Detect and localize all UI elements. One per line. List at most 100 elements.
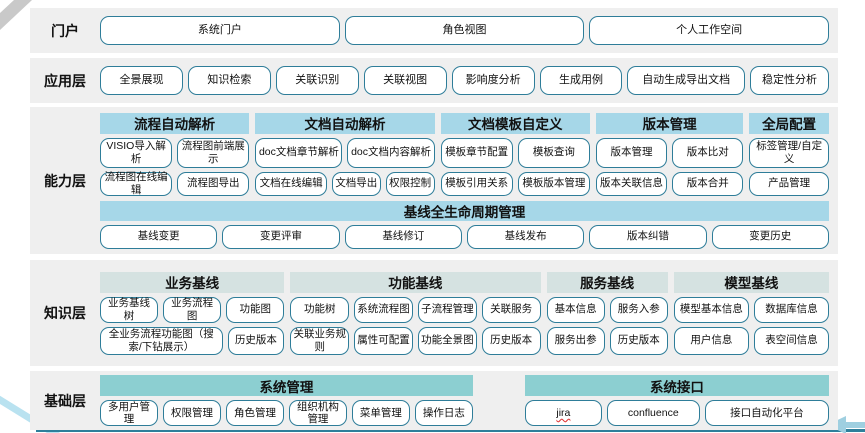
node-box: 稳定性分析 bbox=[749, 66, 830, 95]
node-box: 功能图 bbox=[226, 296, 285, 323]
group-row: 流程图在线编辑流程图导出 bbox=[100, 171, 250, 196]
node-box: 版本关联信息 bbox=[595, 171, 668, 196]
node-box: 服务出参 bbox=[546, 326, 605, 355]
node-box: 变更评审 bbox=[222, 224, 340, 249]
node-box: 属性可配置 bbox=[354, 326, 413, 355]
node-box: 流程图导出 bbox=[177, 171, 250, 196]
group-row: 模型基本信息数据库信息 bbox=[673, 296, 830, 323]
node-box: 接口自动化平台 bbox=[704, 400, 829, 426]
node-box: 关联识别 bbox=[275, 66, 359, 95]
node-box: 功能树 bbox=[290, 296, 350, 323]
node-group: 功能基线功能树系统流程图子流程管理关联服务关联业务规则属性可配置功能全景图历史版… bbox=[290, 271, 541, 355]
node-box: 基本信息 bbox=[546, 296, 605, 323]
node-box: 知识检索 bbox=[187, 66, 271, 95]
node-box: 关联服务 bbox=[481, 296, 541, 323]
node-box: doc文档内容解析 bbox=[347, 137, 435, 168]
group-row: 用户信息表空间信息 bbox=[673, 326, 830, 355]
group-header: 模型基线 bbox=[673, 271, 829, 293]
group-header: 全局配置 bbox=[749, 112, 829, 134]
node-box: 历史版本 bbox=[481, 326, 541, 355]
node-box: 版本管理 bbox=[595, 137, 668, 168]
group-row: VISIO导入解析流程图前端展示 bbox=[100, 137, 250, 168]
node-box: 多用户管理 bbox=[100, 400, 158, 426]
layer-band-knw: 知识层业务基线业务基线树业务流程图功能图全业务流程功能图（搜索/下钻展示）历史版… bbox=[30, 260, 838, 366]
node-group: 版本管理版本管理版本比对版本关联信息版本合并 bbox=[595, 112, 744, 196]
rowset: 全景展现知识检索关联识别关联视图影响度分析生成用例自动生成导出文档稳定性分析 bbox=[100, 66, 830, 95]
group-row: 全业务流程功能图（搜索/下钻展示）历史版本 bbox=[100, 326, 285, 355]
node-box: 功能全景图 bbox=[417, 326, 477, 355]
group-row: 标签管理/自定义 bbox=[749, 137, 829, 168]
rowset: 系统门户角色视图个人工作空间 bbox=[100, 16, 830, 45]
node-box: 角色视图 bbox=[344, 16, 585, 45]
node-group: 系统门户角色视图个人工作空间 bbox=[100, 16, 830, 45]
group-row: 全景展现知识检索关联识别关联视图影响度分析生成用例自动生成导出文档稳定性分析 bbox=[100, 66, 830, 95]
group-row: 系统门户角色视图个人工作空间 bbox=[100, 16, 830, 45]
layer-label: 门户 bbox=[51, 22, 79, 39]
group-header: 功能基线 bbox=[290, 271, 541, 293]
node-group: 模型基线模型基本信息数据库信息用户信息表空间信息 bbox=[673, 271, 830, 355]
group-row: 功能树系统流程图子流程管理关联服务 bbox=[290, 296, 541, 323]
layer-label: 基础层 bbox=[44, 392, 86, 409]
node-box: 角色管理 bbox=[225, 400, 284, 426]
node-box: 系统流程图 bbox=[354, 296, 413, 323]
group-row: 版本关联信息版本合并 bbox=[595, 171, 744, 196]
layer-band-fnd: 基础层系统管理多用户管理权限管理角色管理组织机构管理菜单管理操作日志 系统接口 ji… bbox=[30, 371, 838, 430]
node-box: 基线修订 bbox=[344, 224, 462, 249]
node-box: 版本合并 bbox=[672, 171, 744, 196]
group-row: 模板引用关系模板版本管理 bbox=[440, 171, 590, 196]
node-box: 系统门户 bbox=[100, 16, 340, 45]
node-box: 模板查询 bbox=[517, 137, 590, 168]
node-box: confluence bbox=[606, 400, 700, 426]
node-box: 历史版本 bbox=[227, 326, 285, 355]
node-box: 操作日志 bbox=[414, 400, 473, 426]
group-row: 产品管理 bbox=[749, 171, 829, 196]
node-group: 全局配置标签管理/自定义产品管理 bbox=[749, 112, 829, 196]
node-box: 流程图在线编辑 bbox=[100, 171, 173, 196]
node-box: 历史版本 bbox=[609, 326, 668, 355]
layer-label: 应用层 bbox=[44, 72, 86, 89]
node-box: 流程图前端展示 bbox=[177, 137, 250, 168]
group-header: 基线全生命周期管理 bbox=[100, 200, 829, 221]
group-row: 多用户管理权限管理角色管理组织机构管理菜单管理操作日志 bbox=[100, 400, 473, 426]
node-box: 版本比对 bbox=[672, 137, 744, 168]
node-box: 模板版本管理 bbox=[517, 171, 590, 196]
group-header: 系统管理 bbox=[100, 375, 473, 396]
node-box: 子流程管理 bbox=[417, 296, 477, 323]
group-header: 服务基线 bbox=[546, 271, 668, 293]
node-group: 系统管理多用户管理权限管理角色管理组织机构管理菜单管理操作日志 bbox=[100, 375, 473, 426]
layer-label: 能力层 bbox=[44, 172, 86, 189]
group-row: 基线变更变更评审基线修订基线发布版本纠错变更历史 bbox=[100, 224, 829, 249]
node-box: 组织机构管理 bbox=[288, 400, 347, 426]
node-box: 关联业务规则 bbox=[290, 326, 350, 355]
node-box: jira bbox=[524, 400, 602, 426]
layer-content: 业务基线业务基线树业务流程图功能图全业务流程功能图（搜索/下钻展示）历史版本功能… bbox=[100, 260, 838, 366]
node-box: 变更历史 bbox=[711, 224, 829, 249]
node-box: 数据库信息 bbox=[753, 296, 830, 323]
node-box: 基线发布 bbox=[466, 224, 585, 249]
node-box: 文档在线编辑 bbox=[255, 171, 327, 196]
group-header: 版本管理 bbox=[595, 112, 744, 134]
layer-label: 知识层 bbox=[44, 305, 86, 321]
node-group: 服务基线基本信息服务入参服务出参历史版本 bbox=[546, 271, 668, 355]
group-row: 基本信息服务入参 bbox=[546, 296, 668, 323]
node-box: 表空间信息 bbox=[753, 326, 830, 355]
corner-wedge-shape bbox=[0, 0, 32, 30]
layer-band-app: 应用层全景展现知识检索关联识别关联视图影响度分析生成用例自动生成导出文档稳定性分… bbox=[30, 58, 838, 103]
node-group: 文档模板自定义模板章节配置模板查询模板引用关系模板版本管理 bbox=[440, 112, 590, 196]
node-box: 关联视图 bbox=[363, 66, 447, 95]
node-group: 基线全生命周期管理基线变更变更评审基线修订基线发布版本纠错变更历史 bbox=[100, 200, 829, 249]
node-box: 版本纠错 bbox=[589, 224, 707, 249]
node-group: 业务基线业务基线树业务流程图功能图全业务流程功能图（搜索/下钻展示）历史版本 bbox=[100, 271, 285, 355]
node-box: 模板章节配置 bbox=[440, 137, 513, 168]
node-box: 模板引用关系 bbox=[440, 171, 513, 196]
group-header: 系统接口 bbox=[524, 375, 829, 396]
